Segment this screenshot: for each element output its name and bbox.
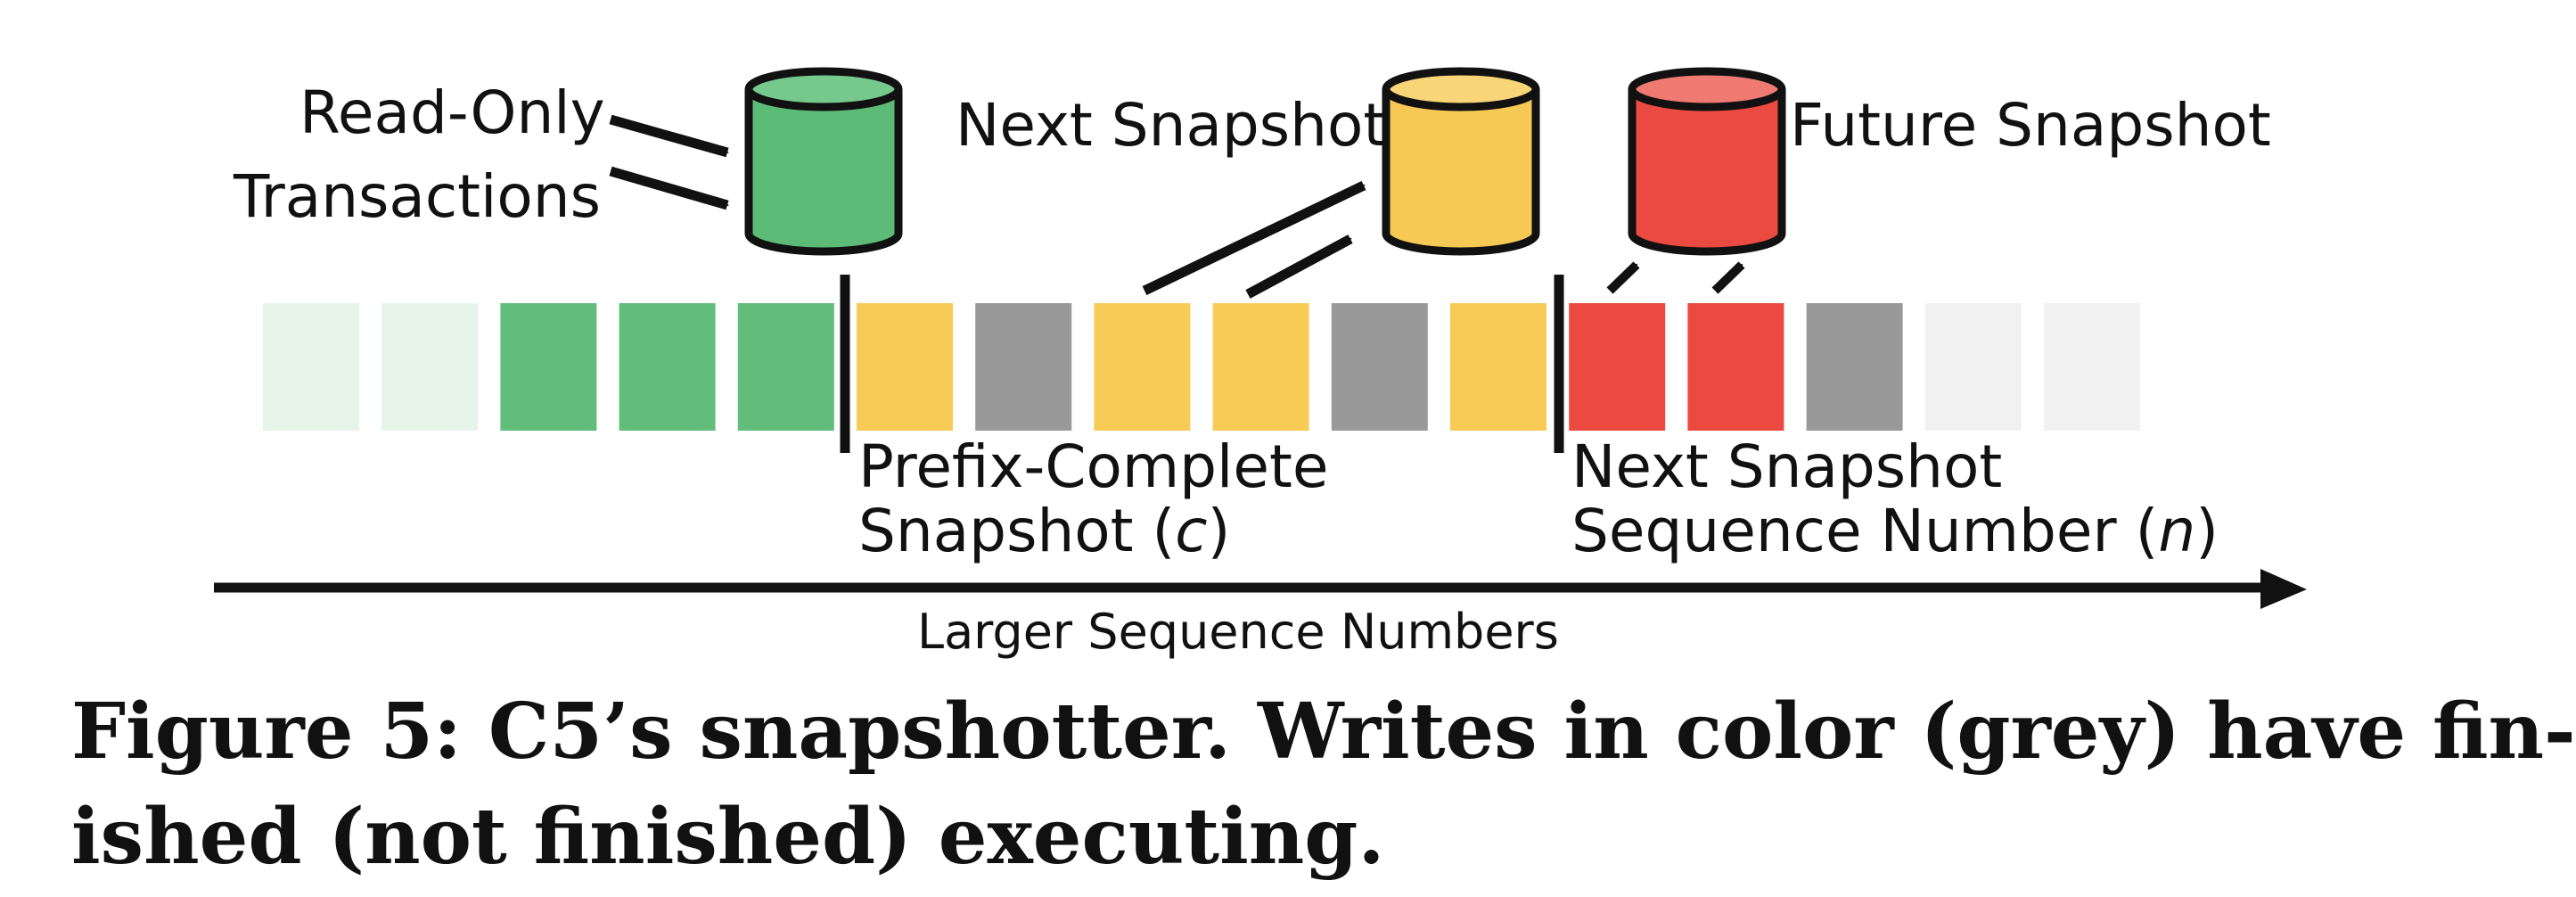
prefix-complete-line1: Prefix-Complete <box>858 432 1329 501</box>
sequence-cell-blank <box>1924 303 2022 431</box>
sequence-cell-green <box>500 303 597 431</box>
next-snapshot-arrows <box>1142 181 1366 299</box>
sequence-cell-yellow <box>1094 303 1191 431</box>
sequence-cell-yellow <box>857 303 953 431</box>
next-sequence-line2: Sequence Number (n) <box>1571 497 2219 565</box>
read-only-arrows <box>609 114 729 210</box>
caption-line1: Figure 5: C5’s snapshotter. Writes in co… <box>71 687 2576 777</box>
future-snapshot-arrows <box>1606 261 1745 294</box>
green-snapshot-cylinder-icon <box>744 67 903 256</box>
figure-caption: Figure 5: C5’s snapshotter. Writes in co… <box>71 679 2576 890</box>
sequence-cells <box>263 303 2140 431</box>
sequence-cell-grey <box>975 303 1072 431</box>
prefix-complete-line2: Snapshot (c) <box>858 497 1231 565</box>
red-snapshot-cylinder-icon <box>1628 67 1786 256</box>
sequence-cell-red <box>1569 303 1666 431</box>
caption-line2: ished (not finished) executing. <box>71 792 1385 882</box>
read-only-label-line1: Read-Only <box>299 78 605 147</box>
yellow-snapshot-cylinder-icon <box>1382 67 1540 256</box>
snapshotter-diagram: Read-Only Transactions Next Snapshot Fut… <box>71 67 2576 890</box>
sequence-cell-red <box>1687 303 1784 431</box>
sequence-cell-yellow <box>1450 303 1546 431</box>
sequence-axis <box>214 569 2307 609</box>
sequence-cell-green-faint <box>381 303 479 431</box>
sequence-cell-green-faint <box>263 303 359 431</box>
prefix-complete-label: Prefix-Complete Snapshot (c) <box>858 435 1328 564</box>
diagram-canvas <box>214 67 2307 609</box>
sequence-cell-green <box>737 303 834 431</box>
sequence-cell-green <box>619 303 716 431</box>
sequence-cell-grey <box>1331 303 1428 431</box>
axis-label: Larger Sequence Numbers <box>917 604 1559 660</box>
sequence-cell-blank <box>2044 303 2140 431</box>
sequence-cell-grey <box>1806 303 1903 431</box>
next-sequence-line1: Next Snapshot <box>1571 432 2003 501</box>
read-only-label-line2: Transactions <box>234 162 601 231</box>
next-sequence-label: Next Snapshot Sequence Number (n) <box>1571 435 2219 564</box>
sequence-cell-yellow <box>1212 303 1309 431</box>
next-snapshot-label: Next Snapshot <box>956 91 1387 160</box>
future-snapshot-label: Future Snapshot <box>1790 91 2271 160</box>
